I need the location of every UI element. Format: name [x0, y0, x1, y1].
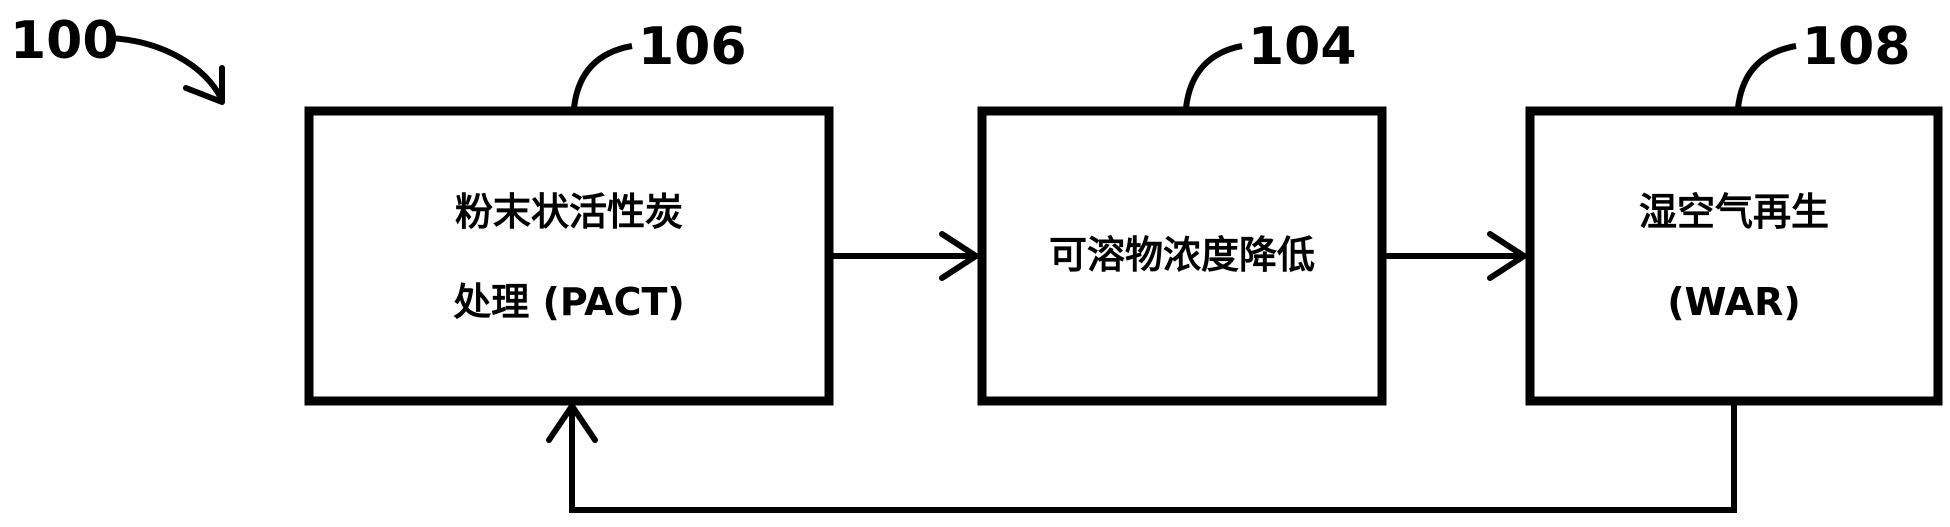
return-loop-arrowhead: [546, 403, 598, 443]
figure-label-arrowhead: [183, 65, 225, 105]
war-box: [1525, 106, 1943, 406]
war-ref-label: 108: [1802, 17, 1911, 77]
return-loop-war-to-pact: [569, 405, 1737, 513]
figure-label: 100: [10, 11, 119, 71]
arrow-pact-to-reduction-head: [939, 231, 979, 281]
pact-box: [304, 106, 834, 406]
reduction-ref-leader: [1183, 43, 1243, 109]
reduction-box-label: 可溶物浓度降低: [1049, 233, 1315, 277]
pact-box-label-line2: 处理 (PACT): [453, 280, 685, 324]
pact-box-label-line1: 粉末状活性炭: [455, 190, 683, 234]
war-ref-leader: [1735, 43, 1797, 109]
figure-label-leader: [107, 35, 225, 102]
arrow-reduction-to-war-head: [1487, 231, 1527, 281]
pact-ref-label: 106: [638, 17, 747, 77]
pact-ref-leader: [571, 43, 633, 109]
reduction-box: [977, 106, 1387, 406]
reduction-ref-label: 104: [1248, 17, 1357, 77]
war-box-label-line1: 湿空气再生: [1639, 190, 1829, 234]
war-box-label-line2: (WAR): [1667, 280, 1801, 324]
